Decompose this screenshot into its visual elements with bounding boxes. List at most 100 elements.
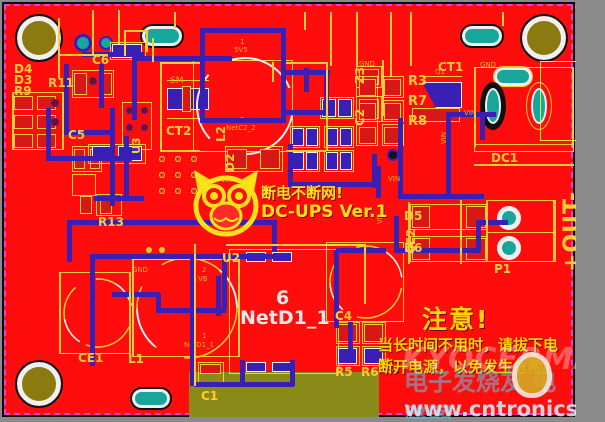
r6-outline: [362, 346, 386, 366]
label-u2: U2: [222, 251, 241, 265]
ce1-arcs: [63, 278, 133, 348]
mounting-hole-tr: [520, 14, 568, 62]
smd-cluster-3: [324, 126, 354, 148]
via-j1-2: [51, 118, 59, 126]
label-r13: R13: [98, 215, 124, 229]
trace-y31: [62, 92, 64, 150]
trace-y35: [160, 150, 200, 152]
canvas-background-bottom: [0, 419, 605, 422]
trace-b14: [281, 30, 286, 122]
smd-c4-pad-a: [292, 152, 304, 170]
l2-pin1-number: 1: [240, 38, 245, 46]
via-grid-1: [159, 156, 165, 162]
net-label-vin-4: VIN: [440, 131, 448, 144]
trace-y24: [132, 259, 134, 357]
trace-y16: [474, 164, 574, 166]
owl-mascot-icon: [193, 170, 259, 237]
ct1-chamfer: [422, 82, 436, 108]
via-r11: [89, 77, 97, 85]
via-u3-4: [141, 124, 148, 131]
trace-y17: [408, 202, 410, 264]
trace-b36: [222, 254, 227, 310]
p1-divider: [486, 232, 554, 233]
trace-y5: [124, 30, 126, 56]
label-u3: U3: [130, 137, 143, 154]
l1-gnd-net: GND: [132, 266, 149, 274]
r-array-pad-3: [359, 127, 376, 144]
label-d5: D5: [404, 209, 423, 223]
trace-y9: [304, 12, 306, 30]
trace-b13: [200, 30, 205, 122]
label-ct1: CT1: [438, 60, 464, 74]
label-c4: C4: [335, 309, 353, 323]
trace-y12: [390, 12, 392, 76]
r-array-pad-2: [359, 103, 376, 120]
trace-b28: [480, 112, 485, 140]
pad-j1-a3: [14, 134, 33, 148]
label-l2: L2: [214, 126, 228, 142]
u2-pad-bot-1: [246, 362, 266, 372]
u2-pin-number: 6: [276, 287, 290, 309]
l1-pin2-net: VB: [198, 275, 208, 283]
trace-b33: [90, 256, 95, 366]
trace-y29: [152, 38, 154, 62]
label-r5: R5: [335, 365, 353, 379]
trace-b32: [476, 220, 508, 225]
dc1-pad-1: [485, 88, 501, 124]
trace-y26: [59, 272, 61, 354]
slot-pad-dc1-top: [493, 66, 533, 87]
trace-b31: [476, 222, 481, 252]
label-r7: R7: [408, 94, 428, 109]
watermark-site: www.cntronics.com: [404, 397, 605, 421]
trace-b10: [94, 196, 144, 201]
smd-c2-pad-a: [292, 128, 304, 146]
smd-cluster-1: [88, 144, 146, 164]
trace-y18: [460, 200, 462, 264]
via-grid-5: [175, 172, 181, 178]
trace-b6: [46, 108, 51, 160]
sm-lead: [182, 86, 191, 112]
trace-y7: [146, 30, 148, 52]
trace-b29: [394, 216, 399, 252]
trace-b27: [446, 112, 496, 117]
trace-y39: [502, 12, 504, 26]
r-pad-low-2: [96, 194, 122, 216]
trace-b26: [446, 114, 451, 198]
trace-y33: [160, 62, 162, 150]
label-r6: R6: [361, 365, 379, 379]
trace-b8: [110, 166, 115, 206]
trace-y38: [326, 62, 328, 150]
trace-b43: [348, 322, 353, 362]
label-c6: C6: [92, 53, 110, 67]
l2-pin2-net: NetC2_2: [226, 124, 256, 132]
trace-y15: [572, 67, 574, 147]
r8-outline: [382, 124, 404, 146]
l2-coil-arcs: [196, 57, 294, 155]
trace-y25: [238, 259, 240, 357]
c1-pad: [200, 364, 221, 374]
via-j1-1: [51, 99, 59, 107]
via-grid-4: [159, 172, 165, 178]
trace-b20: [304, 68, 309, 92]
smd-c5-pad-b: [340, 152, 352, 170]
trace-b23: [372, 154, 377, 188]
trace-b1: [82, 52, 144, 57]
via-grid-2: [175, 156, 181, 162]
trace-y6: [124, 30, 146, 32]
trace-b21: [288, 144, 293, 186]
watermark-brand: KYOCERMALL: [402, 342, 605, 377]
trace-y8: [174, 12, 176, 28]
via-grid-9: [191, 188, 197, 194]
u2-net-name: NetD1_1: [240, 307, 330, 329]
trace-b38: [156, 294, 161, 312]
trace-y19: [486, 200, 488, 262]
net-label-gnd-top: GND: [359, 60, 376, 68]
r-array-left: [356, 76, 378, 146]
ce2-outline: [326, 242, 404, 322]
trace-b3: [64, 130, 114, 135]
trace-y27: [129, 272, 131, 354]
trace-b2: [64, 64, 69, 134]
label-d6: D6: [404, 241, 423, 255]
sm-silk-bottom: [167, 118, 209, 119]
